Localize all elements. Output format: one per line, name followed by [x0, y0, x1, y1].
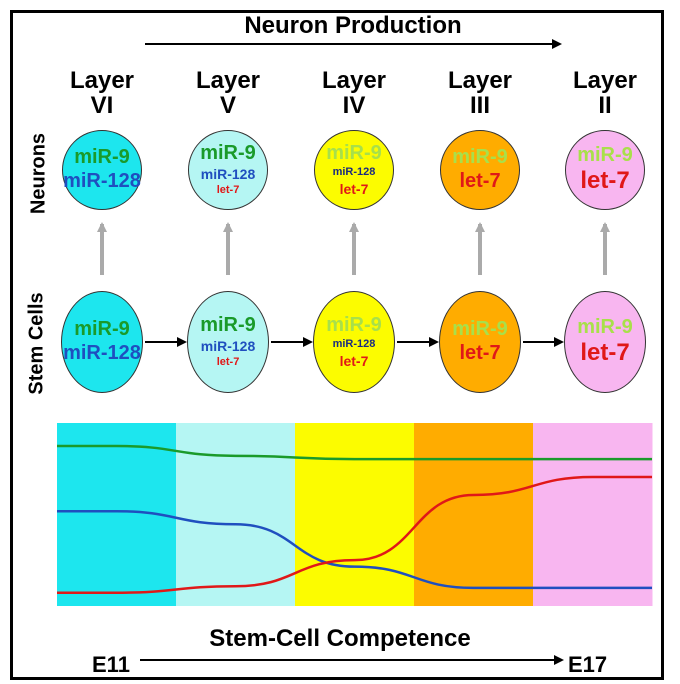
neuron-cell-4-marker-0: miR-9 [577, 144, 633, 166]
neuron-cell-2-marker-0: miR-9 [326, 141, 382, 164]
stem-cell-1-marker-0: miR-9 [200, 313, 256, 336]
time-start-label: E11 [92, 652, 130, 677]
chart-band-3 [414, 423, 534, 606]
neuron-cell-0-marker-0: miR-9 [74, 146, 130, 168]
competence-title: Stem-Cell Competence [209, 625, 471, 652]
chart-band-1 [176, 423, 296, 606]
stem-cell-2-marker-1: miR-128 [332, 337, 376, 350]
stem-cell-0-marker-1: miR-128 [63, 342, 141, 364]
neuron-cell-1-marker-0: miR-9 [200, 141, 256, 164]
layer-word: Layer [572, 67, 638, 94]
chart-series-0 [57, 444, 652, 461]
neuron-cell-4-marker-1: let-7 [580, 167, 630, 194]
layer-word: Layer [447, 67, 513, 94]
layer-numeral: III [469, 92, 490, 119]
neuron-cell-1-marker-1: miR-128 [200, 165, 256, 182]
layer-numeral: IV [342, 92, 366, 119]
chart-series-1 [56, 509, 652, 590]
time-end-label: E17 [568, 652, 608, 677]
neuron-cell-3-marker-0: miR-9 [452, 146, 508, 168]
layer-numeral: VI [90, 92, 114, 119]
layer-word: Layer [321, 67, 387, 94]
stem-cell-1-marker-1: miR-128 [200, 337, 256, 354]
neuron-cell-3-marker-1: let-7 [459, 170, 501, 192]
layer-numeral: II [598, 92, 612, 119]
neuron-cell-1-marker-2: let-7 [216, 183, 240, 196]
chart-series-2 [56, 475, 652, 594]
stem-cell-2-marker-0: miR-9 [326, 313, 382, 336]
layer-word: Layer [69, 67, 135, 94]
chart-band-4 [533, 423, 653, 606]
stem-cell-3-marker-0: miR-9 [452, 318, 508, 340]
neuron-cell-2-marker-1: miR-128 [332, 165, 376, 178]
diagram-title: Neuron Production [244, 12, 462, 39]
stem-cell-2-marker-2: let-7 [339, 352, 369, 369]
neuron-cell-0-marker-1: miR-128 [63, 170, 141, 192]
stem-cell-1-marker-2: let-7 [216, 355, 240, 368]
chart-band-2 [295, 423, 415, 606]
stem-cell-3-marker-1: let-7 [459, 342, 501, 364]
layer-numeral: V [219, 92, 236, 119]
layer-word: Layer [195, 67, 261, 94]
stem-cell-0-marker-0: miR-9 [74, 318, 130, 340]
neuron-cell-2-marker-2: let-7 [339, 180, 369, 197]
stem-cell-4-marker-0: miR-9 [577, 316, 633, 338]
stem-cell-4-marker-1: let-7 [580, 339, 630, 366]
